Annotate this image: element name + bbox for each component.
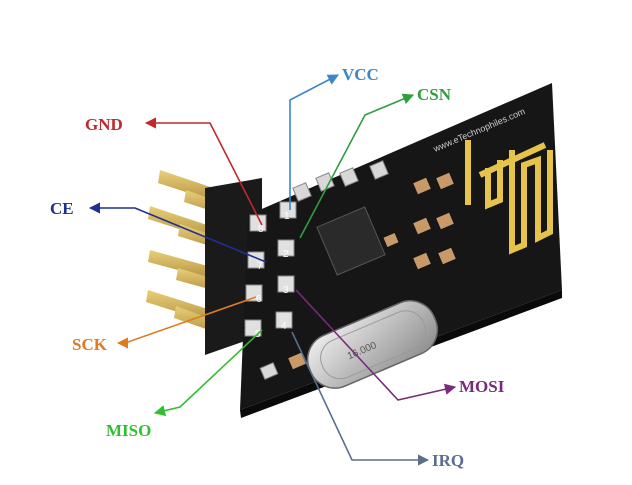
pin-number-7: 7 xyxy=(257,261,263,272)
leader-vcc xyxy=(289,74,339,210)
pin-number-3: 3 xyxy=(283,285,289,296)
label-csn: CSN xyxy=(417,85,452,104)
label-mosi: MOSI xyxy=(459,377,505,396)
pin-number-2: 2 xyxy=(283,249,289,260)
label-gnd: GND xyxy=(85,115,123,134)
leader-miso xyxy=(153,329,263,417)
pin-number-4: 4 xyxy=(281,321,287,332)
smd-components xyxy=(259,160,456,380)
leader-irq xyxy=(291,331,430,466)
pcb-board xyxy=(240,83,562,410)
leader-ce xyxy=(88,202,267,263)
label-miso: MISO xyxy=(106,421,151,440)
label-irq: IRQ xyxy=(432,451,464,470)
pin-pads xyxy=(244,201,297,337)
leader-gnd xyxy=(144,117,263,226)
pin-number-8: 8 xyxy=(258,224,264,235)
leader-csn xyxy=(299,93,415,239)
leader-mosi xyxy=(295,289,457,401)
leader-lines xyxy=(88,74,457,466)
pin-number-6: 6 xyxy=(256,294,262,305)
label-vcc: VCC xyxy=(342,65,379,84)
pin-labels: VCC CSN MOSI IRQ MISO SCK CE GND xyxy=(50,65,505,470)
ic-chip xyxy=(316,206,386,276)
pcb-antenna xyxy=(465,140,553,255)
leader-sck xyxy=(116,296,257,349)
pin-number-1: 1 xyxy=(284,211,290,222)
crystal-oscillator: 16.000 xyxy=(306,300,439,389)
label-sck: SCK xyxy=(72,335,108,354)
label-ce: CE xyxy=(50,199,74,218)
